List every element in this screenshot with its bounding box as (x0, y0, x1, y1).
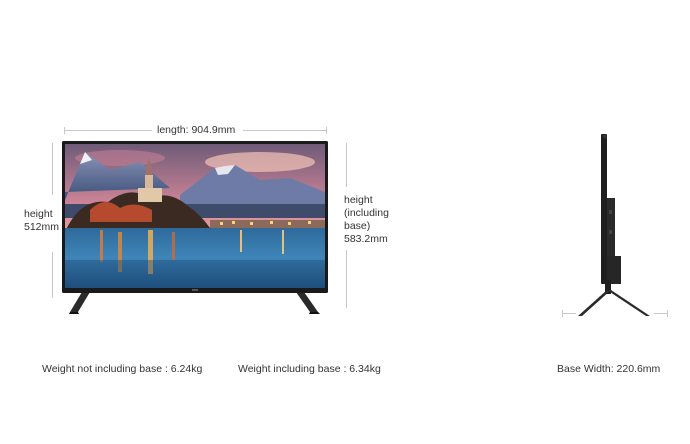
height-base-label: height (including base) 583.2mm (344, 194, 389, 246)
length-label: length: 904.9mm (157, 124, 236, 136)
height-base-line-top (346, 143, 347, 187)
height-label-line-1: height (24, 208, 53, 220)
tv-logo (192, 289, 198, 291)
weight-without-base: Weight not including base : 6.24kg (42, 363, 203, 375)
tv-stand (69, 292, 320, 314)
tv-front-image (62, 141, 328, 314)
base-width: Base Width: 220.6mm (557, 363, 661, 375)
tv-side-stand (578, 280, 650, 316)
height-label-line-2: 512mm (24, 221, 60, 233)
height-line-top (52, 143, 53, 195)
height-base-label-line-4: 583.2mm (344, 233, 388, 245)
height-base-label-line-1: height (344, 194, 373, 206)
weight-with-base: Weight including base : 6.34kg (238, 363, 381, 375)
tv-side-panel (601, 134, 621, 284)
height-base-line-bottom (346, 250, 347, 308)
height-line-bottom (52, 252, 53, 298)
tv-screen (65, 144, 325, 288)
tv-side-image (562, 134, 668, 317)
length-line-right (243, 130, 327, 131)
length-line-left (64, 130, 152, 131)
length-tick-right (326, 127, 327, 134)
height-label: height 512mm (24, 208, 59, 234)
base-width-line (562, 310, 668, 317)
height-base-label-line-3: base) (344, 220, 371, 232)
height-base-label-line-2: (including (344, 207, 389, 219)
